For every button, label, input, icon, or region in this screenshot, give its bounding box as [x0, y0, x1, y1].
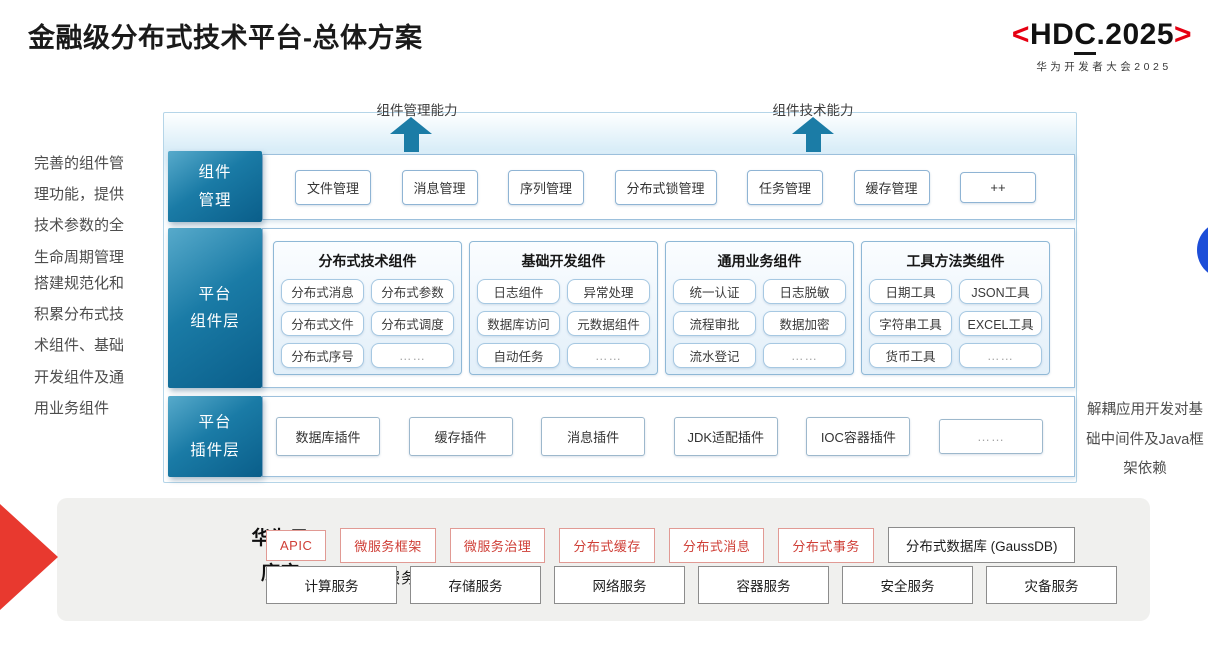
component-mgmt-item: 消息管理 [401, 169, 478, 205]
component-cell: 日志组件 [477, 279, 560, 304]
logo-year: .2025 [1096, 18, 1175, 51]
paas-item: 微服务治理 [449, 527, 546, 563]
component-cell: 分布式消息 [281, 279, 364, 304]
component-cell-more: …… [763, 343, 846, 368]
plugin-item: 消息插件 [541, 417, 646, 456]
hdc-logo: <HDC.2025> 华为开发者大会2025 [998, 18, 1206, 74]
component-cell: 自动任务 [477, 343, 560, 368]
arrow-stem [805, 134, 821, 152]
component-cell: 数据库访问 [477, 311, 560, 336]
paas-item: 微服务框架 [340, 527, 436, 563]
paas-item-gaussdb: 分布式数据库 (GaussDB) [887, 527, 1076, 563]
plugin-item: IOC容器插件 [806, 417, 911, 456]
tech-capability-label: 组件技术能力 [772, 103, 854, 118]
component-cell: 分布式调度 [371, 311, 454, 336]
cloud-service-item: 计算服务 [266, 566, 397, 604]
component-cell: JSON工具 [959, 279, 1042, 304]
group-utility-methods: 工具方法类组件 日期工具 JSON工具 字符串工具 EXCEL工具 货币工具 …… [861, 241, 1050, 375]
component-cell: 元数据组件 [567, 311, 650, 336]
red-arrow-icon [0, 504, 58, 610]
layer-label-line2: 插件层 [190, 441, 240, 459]
layer-label-line1: 平台 [198, 414, 232, 432]
layer-label-line1: 平台 [198, 285, 232, 303]
arrow-head [792, 117, 834, 134]
cloud-basic-services-row: 计算服务 存储服务 网络服务 容器服务 安全服务 灾备服务 [266, 566, 1117, 604]
group-title: 工具方法类组件 [906, 253, 1005, 269]
component-cell: 异常处理 [567, 279, 650, 304]
layer-label-line1: 组件 [198, 164, 232, 182]
plugin-item-more: …… [938, 419, 1043, 454]
layer-label-component-mgmt: 组件 管理 [168, 151, 262, 222]
component-mgmt-item: 缓存管理 [853, 169, 930, 205]
group-basic-dev: 基础开发组件 日志组件 异常处理 数据库访问 元数据组件 自动任务 …… [469, 241, 658, 375]
logo-c-underlined: C [1074, 18, 1097, 55]
group-grid: 日期工具 JSON工具 字符串工具 EXCEL工具 货币工具 …… [869, 279, 1042, 368]
cloud-service-item: 容器服务 [698, 566, 829, 604]
component-cell: 日期工具 [869, 279, 952, 304]
group-grid: 分布式消息 分布式参数 分布式文件 分布式调度 分布式序号 …… [281, 279, 454, 368]
layer-label-platform-plugins: 平台 插件层 [168, 396, 262, 477]
group-title: 基础开发组件 [521, 253, 606, 269]
component-mgmt-item: 序列管理 [508, 169, 585, 205]
hdc-logo-subtitle: 华为开发者大会2025 [1036, 61, 1172, 73]
arrow-stem [403, 134, 419, 152]
component-cell: 分布式文件 [281, 311, 364, 336]
group-title: 通用业务组件 [717, 253, 802, 269]
component-mgmt-item: 文件管理 [295, 169, 372, 205]
component-cell: 分布式参数 [371, 279, 454, 304]
arrow-head [390, 117, 432, 134]
note-component-accumulation: 搭建规范化和积累分布式技术组件、基础开发组件及通用业务组件 [34, 275, 125, 417]
component-mgmt-item: 分布式锁管理 [614, 169, 717, 205]
logo-close-bracket: > [1174, 18, 1193, 51]
component-mgmt-item-more: ++ [960, 171, 1036, 203]
component-cell-more: …… [959, 343, 1042, 368]
group-distributed-tech: 分布式技术组件 分布式消息 分布式参数 分布式文件 分布式调度 分布式序号 …… [273, 241, 462, 375]
logo-open-bracket: < [1011, 18, 1030, 51]
paas-services-row: APIC 微服务框架 微服务治理 分布式缓存 分布式消息 分布式事务 分布式数据… [266, 527, 1076, 563]
cloud-service-item: 网络服务 [554, 566, 685, 604]
group-common-business: 通用业务组件 统一认证 日志脱敏 流程审批 数据加密 流水登记 …… [665, 241, 854, 375]
paas-item: 分布式消息 [668, 527, 765, 563]
paas-item: 分布式缓存 [559, 527, 655, 563]
note-component-management: 完善的组件管理功能，提供技术参数的全生命周期管理 [34, 155, 125, 266]
component-mgmt-row: 文件管理 消息管理 序列管理 分布式锁管理 任务管理 缓存管理 ++ [262, 154, 1075, 220]
layer-label-line2: 管理 [198, 191, 232, 209]
component-cell-more: …… [371, 343, 454, 368]
paas-item: APIC [266, 529, 327, 561]
component-cell: 日志脱敏 [763, 279, 846, 304]
cloud-service-item: 灾备服务 [986, 566, 1117, 604]
note-decoupling: 解耦应用开发对基础中间件及Java框架依赖 [1086, 402, 1204, 478]
platform-components-row: 分布式技术组件 分布式消息 分布式参数 分布式文件 分布式调度 分布式序号 ……… [262, 228, 1075, 388]
mgmt-capability-label: 组件管理能力 [376, 103, 458, 118]
layer-label-platform-components: 平台 组件层 [168, 228, 262, 388]
paas-item: 分布式事务 [778, 527, 874, 563]
group-title: 分布式技术组件 [318, 253, 417, 269]
page-title: 金融级分布式技术平台-总体方案 [28, 23, 423, 53]
layer-label-line2: 组件层 [190, 313, 240, 330]
component-mgmt-item: 任务管理 [747, 169, 824, 205]
component-cell: 流程审批 [673, 311, 756, 336]
plugin-item: JDK适配插件 [673, 417, 778, 456]
component-cell: 统一认证 [673, 279, 756, 304]
cloud-service-item: 安全服务 [842, 566, 973, 604]
cloud-service-item: 存储服务 [410, 566, 541, 604]
component-cell: EXCEL工具 [959, 311, 1042, 336]
side-circle-decoration [1197, 221, 1208, 279]
up-arrow-icon [390, 117, 432, 152]
component-cell: 字符串工具 [869, 311, 952, 336]
component-cell: 流水登记 [673, 343, 756, 368]
component-cell-more: …… [567, 343, 650, 368]
logo-hd: HD [1029, 18, 1075, 51]
group-grid: 统一认证 日志脱敏 流程审批 数据加密 流水登记 …… [673, 279, 846, 368]
component-cell: 数据加密 [763, 311, 846, 336]
component-cell: 货币工具 [869, 343, 952, 368]
hdc-logo-text: <HDC.2025> [998, 18, 1206, 55]
platform-plugins-row: 数据库插件 缓存插件 消息插件 JDK适配插件 IOC容器插件 …… [262, 396, 1075, 477]
plugin-item: 数据库插件 [276, 417, 380, 456]
up-arrow-icon [792, 117, 834, 152]
group-grid: 日志组件 异常处理 数据库访问 元数据组件 自动任务 …… [477, 279, 650, 368]
component-cell: 分布式序号 [281, 343, 364, 368]
plugin-item: 缓存插件 [408, 417, 513, 456]
